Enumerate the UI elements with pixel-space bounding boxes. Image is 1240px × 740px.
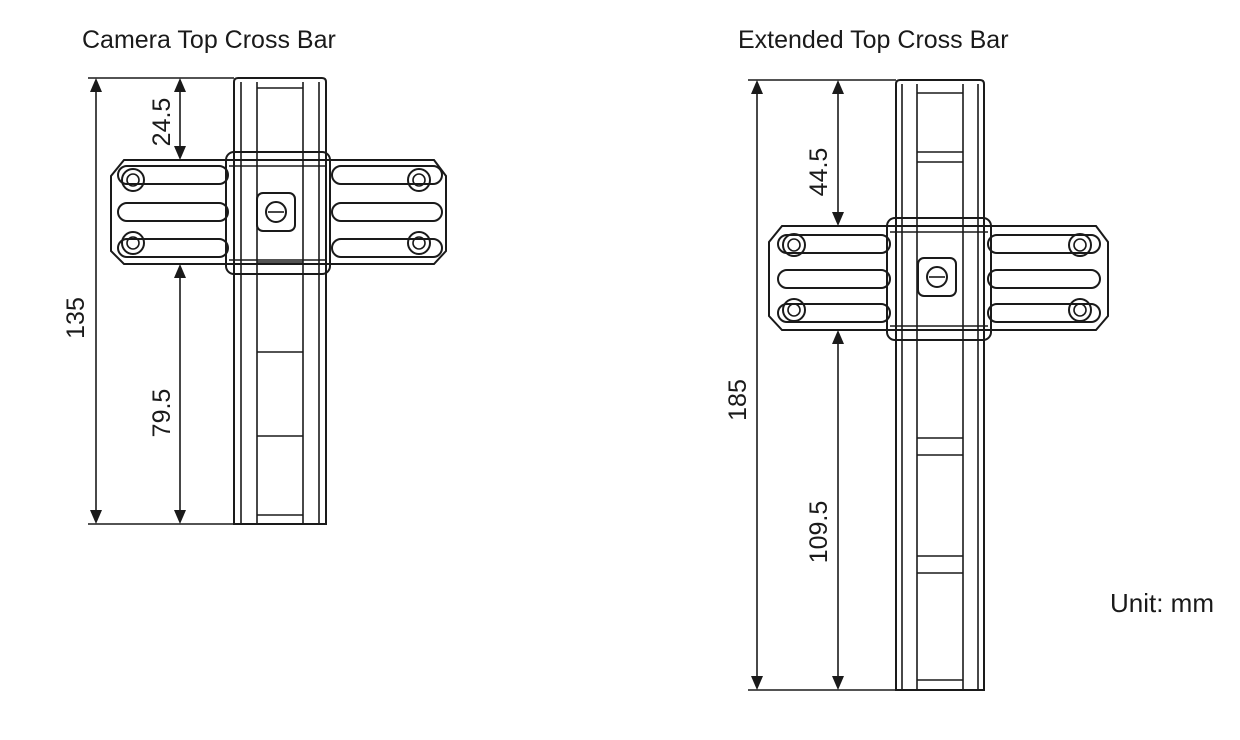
dimension-top-a — [174, 78, 186, 160]
dimension-bottom-b — [832, 330, 844, 690]
dimension-top-label-a: 24.5 — [148, 98, 176, 147]
clamp-block-a — [225, 151, 331, 275]
dimension-total-label-a: 135 — [62, 297, 90, 339]
mounting-hole-icon — [121, 168, 431, 255]
clamp-block-b — [886, 217, 992, 341]
extended-top-cross-bar-title: Extended Top Cross Bar — [738, 26, 1009, 54]
dimension-bottom-label-b: 109.5 — [805, 501, 833, 564]
rail-b — [895, 79, 985, 691]
camera-top-cross-bar-title: Camera Top Cross Bar — [82, 26, 336, 54]
dimension-total-a — [88, 77, 234, 525]
dimension-top-b — [832, 80, 844, 226]
dimension-bottom-label-a: 79.5 — [148, 389, 176, 438]
extended-top-cross-bar-drawing: 185 44.5 109.5 — [724, 79, 1109, 691]
dimension-total-b — [748, 79, 896, 691]
mounting-hole-icon — [782, 233, 1092, 322]
dimension-bottom-a — [174, 264, 186, 524]
camera-top-cross-bar-drawing: 135 24.5 79.5 — [62, 77, 447, 525]
cross-plate-b — [768, 225, 1109, 331]
dimension-total-label-b: 185 — [724, 379, 752, 421]
unit-label: Unit: mm — [1110, 588, 1214, 618]
rail-a — [233, 77, 327, 525]
dimension-top-label-b: 44.5 — [805, 148, 833, 197]
cross-plate-a — [110, 159, 447, 265]
